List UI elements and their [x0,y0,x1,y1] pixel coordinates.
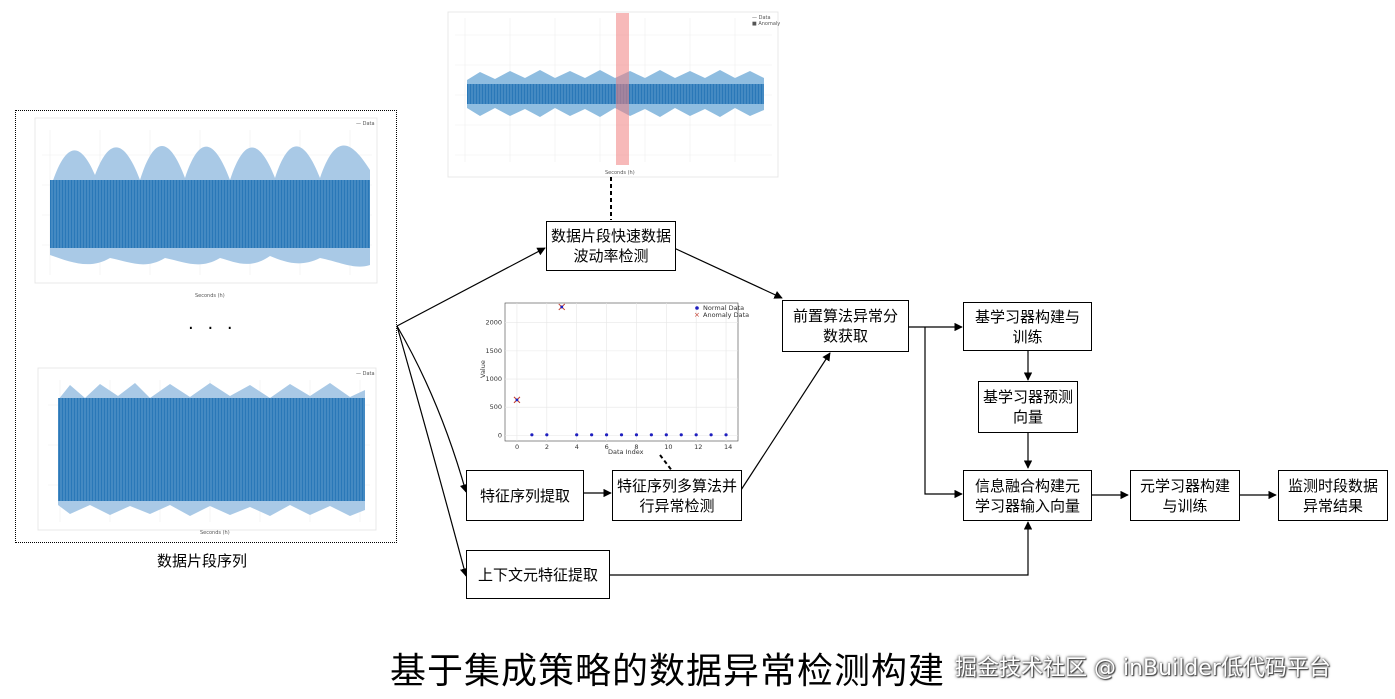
normal-point [575,433,579,437]
scatter-xtick-label: 12 [694,443,702,451]
legend-normal-marker [695,306,699,310]
node-context-extract: 上下文元特征提取 [466,550,610,599]
scatter-xlabel: Data Index [608,448,644,456]
svg-text:— Data: — Data [752,15,771,21]
node-feature-multi-algo: 特征序列多算法并行异常检测 [612,470,742,521]
scatter-xtick-label: 6 [605,443,609,451]
scatter-xtick-label: 8 [634,443,638,451]
node-base-learner-predict: 基学习器预测向量 [978,381,1078,433]
scatter-grid [505,303,738,441]
normal-point [634,433,639,437]
node-result: 监测时段数据异常结果 [1278,470,1388,521]
normal-point [679,433,683,437]
scatter-xtick-label: 14 [724,443,732,451]
ellipsis: · · · [188,318,237,339]
normal-point [649,433,653,437]
normal-point [694,433,698,437]
node-meta-learner-build: 元学习器构建与训练 [1130,470,1240,521]
scatter-xtick-label: 10 [664,443,672,451]
segment-sequence-label: 数据片段序列 [157,552,248,570]
scatter-xtick-label: 0 [515,443,519,451]
scatter-ylabel: Value [479,360,487,378]
scatter-xtick-label: 2 [545,443,549,451]
node-info-fusion: 信息融合构建元学习器输入向量 [963,470,1092,521]
scatter-ytick-label: 1500 [485,347,502,355]
svg-text:■ Anomaly: ■ Anomaly [752,21,780,27]
normal-point [664,433,668,437]
legend-normal-label: Normal Data [703,304,744,312]
scatter-points [513,303,728,437]
scatter-axes [504,302,739,442]
legend-anomaly-marker: × [694,311,700,319]
scatter-ytick-label: 2000 [485,319,502,327]
scatter-ytick-label: 0 [498,431,502,439]
scatter-legend: Normal Data × Anomaly Data [694,304,749,319]
node-fast-detect: 数据片段快速数据波动率检测 [546,221,676,271]
anomaly-point [558,303,566,311]
watermark: 掘金技术社区 @ inBuilder低代码平台 [955,656,1331,681]
scatter-xtick-label: 4 [575,443,579,451]
node-pre-algo-score: 前置算法异常分数获取 [782,300,909,352]
normal-point [619,433,624,437]
anomaly-point [513,396,521,404]
normal-point [590,433,594,437]
node-feature-extract: 特征序列提取 [466,470,584,521]
normal-point [709,433,713,437]
svg-text:Seconds (h): Seconds (h) [605,170,635,176]
scatter-ytick-label: 1000 [485,375,502,383]
normal-point [530,433,534,437]
normal-point [724,433,728,437]
scatter-ticks: 0 2 4 6 8 10 12 14 0 500 1000 1500 2000 [485,319,732,451]
normal-point [604,433,609,437]
legend-anomaly-label: Anomaly Data [703,311,749,319]
normal-point [545,433,549,437]
scatter-ytick-label: 500 [490,403,502,411]
node-base-learner-build: 基学习器构建与训练 [963,302,1092,351]
diagram-title: 基于集成策略的数据异常检测构建 [390,651,946,692]
